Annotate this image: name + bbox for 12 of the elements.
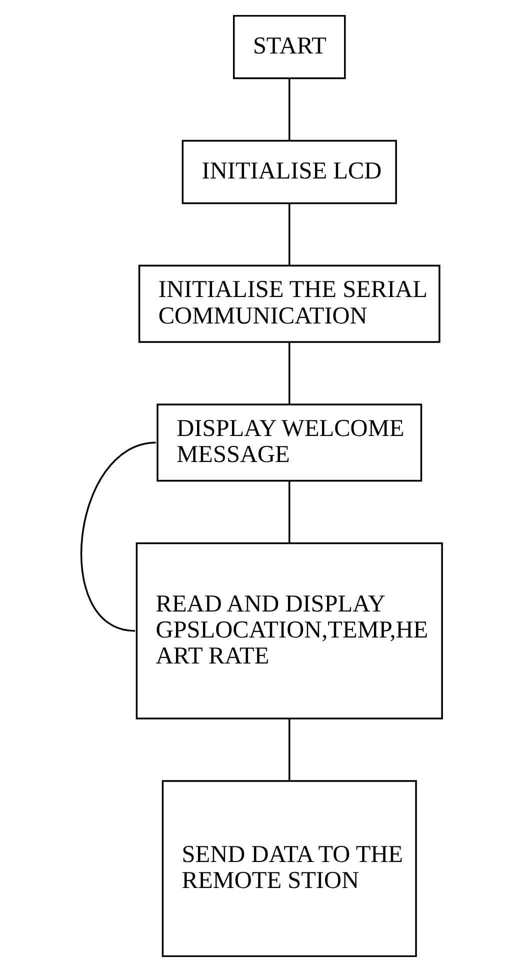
node-box: SEND DATA TO THE REMOTE STION: [162, 780, 417, 958]
node-box: INITIALISE LCD: [182, 140, 397, 204]
node-box: READ AND DISPLAY GPSLOCATION,TEMP,HE ART RATE: [136, 542, 443, 720]
connector: [288, 718, 290, 780]
connector: [288, 480, 290, 543]
node-box: INITIALISE THE SERIAL COMMUNICATION: [138, 264, 440, 343]
connector: [288, 78, 290, 141]
connector: [80, 442, 156, 632]
node-box: DISPLAY WELCOME MESSAGE: [156, 404, 422, 482]
connector: [288, 342, 290, 404]
connector: [288, 203, 290, 266]
node-box: START: [233, 14, 346, 80]
